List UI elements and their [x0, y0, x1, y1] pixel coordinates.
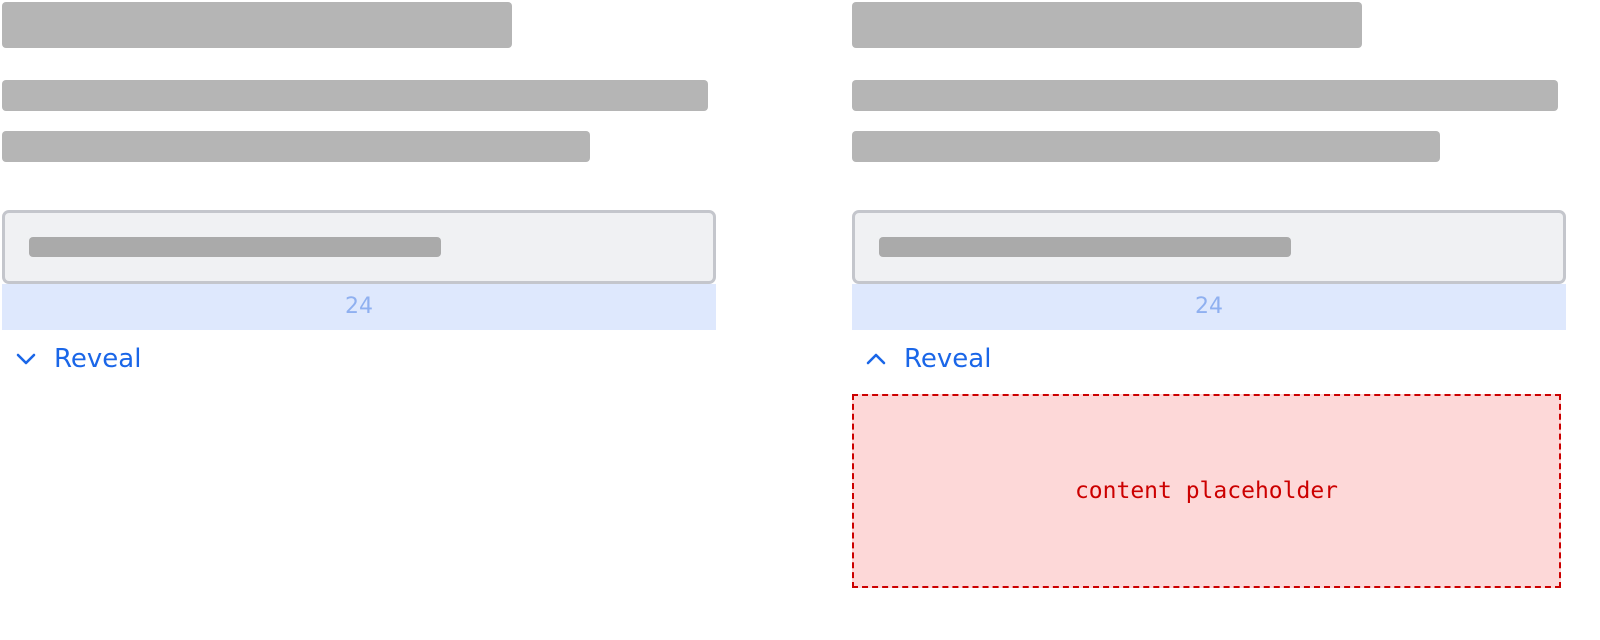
skeleton-line	[2, 131, 590, 162]
chevron-up-icon	[862, 345, 890, 373]
reveal-toggle-button[interactable]: Reveal	[12, 340, 141, 378]
placeholder-text: content placeholder	[1074, 478, 1339, 504]
skeleton-line	[852, 80, 1558, 111]
skeleton-line	[852, 131, 1440, 162]
reveal-label: Reveal	[54, 344, 142, 374]
spacing-annotation: 24	[852, 284, 1566, 330]
chevron-down-icon	[12, 345, 40, 373]
collapsed-panel: 24 Reveal	[2, 0, 716, 640]
skeleton-input-value	[879, 237, 1291, 257]
reveal-toggle-button[interactable]: Reveal	[862, 340, 991, 378]
revealed-content-placeholder: content placeholder	[852, 394, 1561, 588]
skeleton-input-value	[29, 237, 441, 257]
skeleton-title	[852, 2, 1362, 48]
skeleton-line	[2, 80, 708, 111]
reveal-label: Reveal	[904, 344, 992, 374]
skeleton-title	[2, 2, 512, 48]
expanded-panel: 24 Reveal content placeholder	[852, 0, 1566, 640]
input-field[interactable]	[2, 210, 716, 284]
input-field[interactable]	[852, 210, 1566, 284]
spacing-annotation: 24	[2, 284, 716, 330]
